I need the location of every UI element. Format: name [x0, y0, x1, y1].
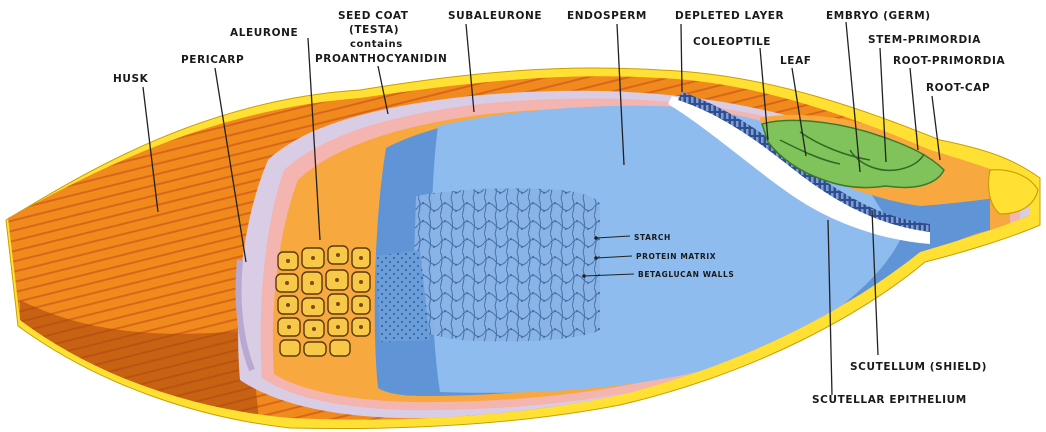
label-seed-coat-1: SEED COAT — [338, 10, 409, 22]
label-embryo: EMBRYO (GERM) — [826, 10, 931, 22]
label-protein-matrix: PROTEIN MATRIX — [636, 252, 716, 261]
label-subaleurone: SUBALEURONE — [448, 10, 542, 22]
label-scutellar-epithelium: SCUTELLAR EPITHELIUM — [812, 394, 967, 406]
label-betaglucan-walls: BETAGLUCAN WALLS — [638, 270, 734, 279]
label-seed-coat-3: contains — [350, 39, 403, 50]
label-husk: HUSK — [113, 73, 149, 85]
label-endosperm: ENDOSPERM — [567, 10, 647, 22]
label-scutellum: SCUTELLUM (SHIELD) — [850, 361, 987, 373]
starch-reticulum — [412, 188, 600, 341]
label-root-cap: ROOT-CAP — [926, 82, 990, 94]
label-depleted-layer: DEPLETED LAYER — [675, 10, 784, 22]
label-stem-primordia: STEM-PRIMORDIA — [868, 34, 981, 46]
label-aleurone: ALEURONE — [230, 27, 298, 39]
label-proanthocyanidin: PROANTHOCYANIDIN — [315, 53, 447, 65]
label-root-primordia: ROOT-PRIMORDIA — [893, 55, 1005, 67]
label-pericarp: PERICARP — [181, 54, 244, 66]
label-coleoptile: COLEOPTILE — [693, 36, 771, 48]
label-seed-coat-2: (TESTA) — [349, 24, 399, 36]
label-leaf: LEAF — [780, 55, 812, 67]
label-starch: STARCH — [634, 233, 671, 242]
